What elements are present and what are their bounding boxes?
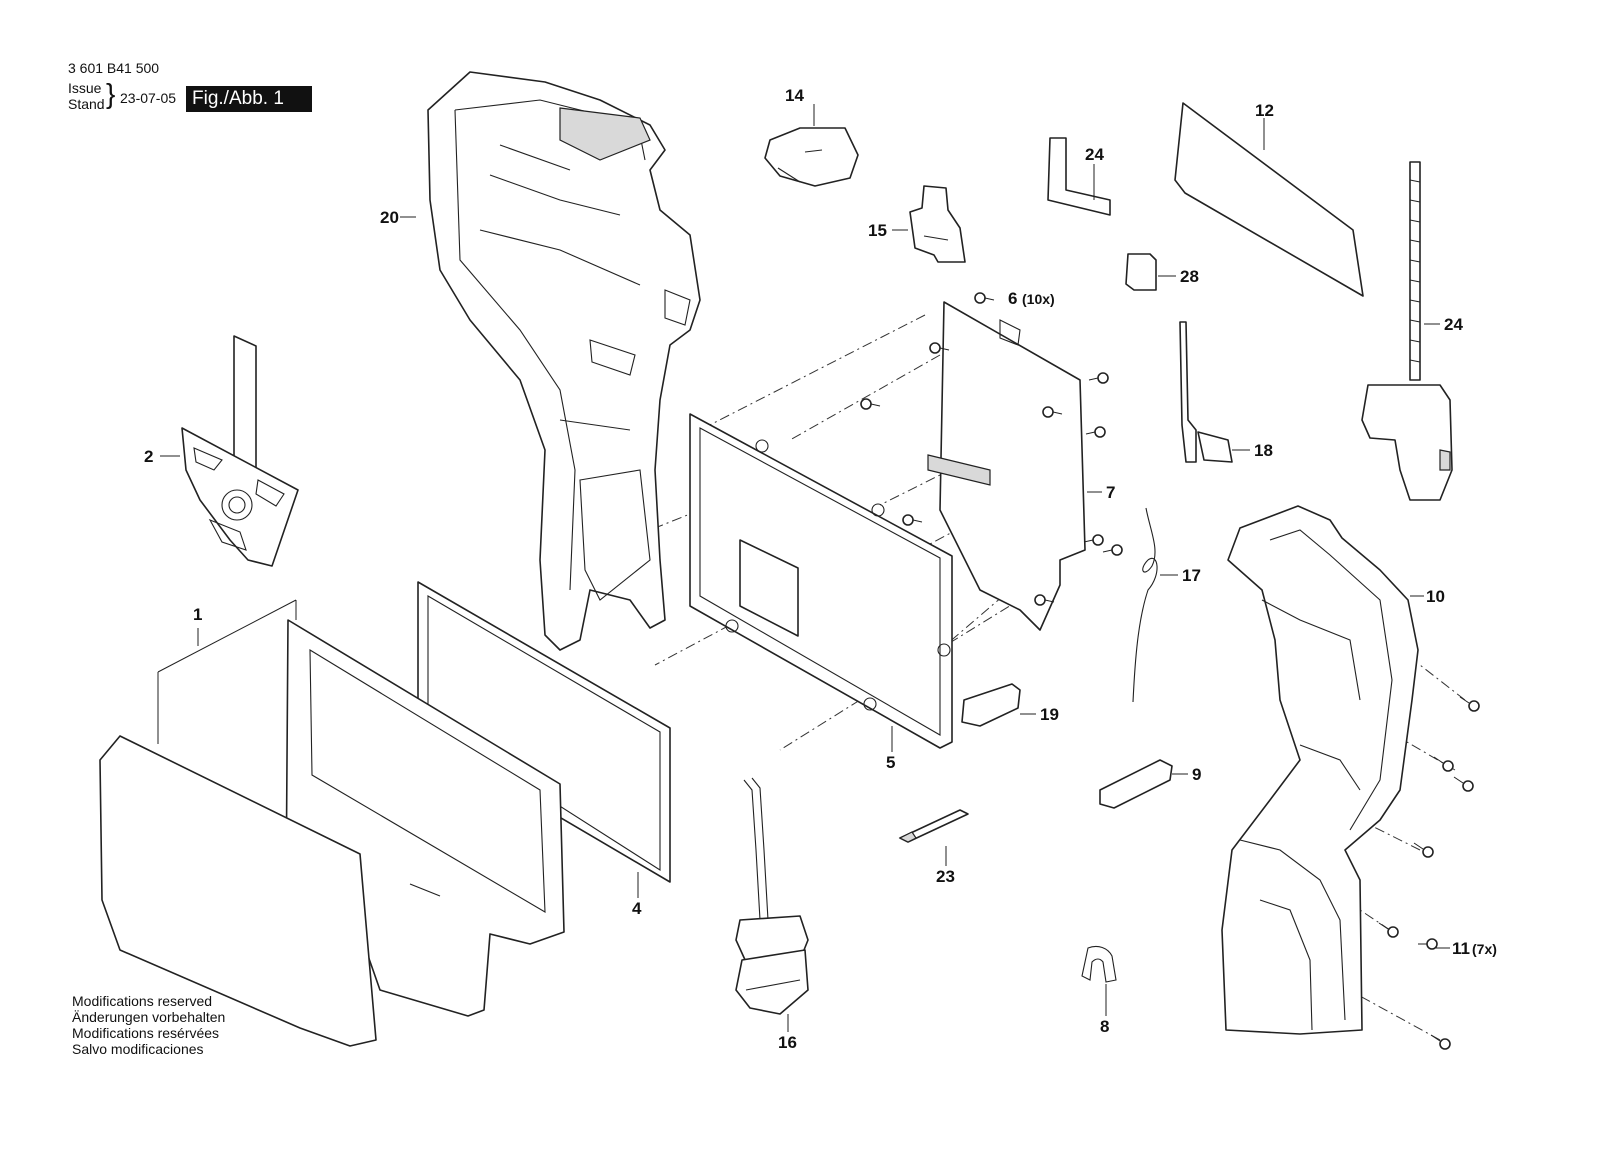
callout-8: 8 (1100, 1017, 1109, 1036)
callout-24-upper: 24 (1085, 145, 1104, 164)
part-5-frame (689, 413, 953, 749)
callout-10: 10 (1426, 587, 1445, 606)
part-28-pad (1125, 253, 1157, 291)
part-2-connector (181, 335, 299, 567)
part-10-front-housing (1221, 505, 1419, 1035)
part-17-spring (1132, 507, 1158, 703)
part-16-cable-assembly (735, 777, 809, 1015)
note-en: Modifications reserved (72, 993, 213, 1009)
part-19-slider (961, 683, 1021, 727)
callout-9: 9 (1192, 765, 1201, 784)
note-es: Salvo modificaciones (72, 1041, 204, 1057)
callout-6: 6 (1008, 289, 1017, 308)
callout-20: 20 (380, 208, 399, 227)
part-number: 3 601 B41 500 (68, 60, 160, 76)
note-fr: Modifications resérvées (72, 1025, 220, 1041)
callout-7: 7 (1106, 483, 1115, 502)
callout-11: 11 (1452, 939, 1470, 958)
callout-12: 12 (1255, 101, 1274, 120)
callout-16: 16 (778, 1033, 797, 1052)
brace: } (106, 78, 116, 109)
part-4-display (417, 581, 671, 883)
part-7-circuit-board (927, 301, 1086, 631)
part-14-cap (764, 127, 859, 187)
leader-lines (157, 104, 1450, 1032)
screw-11 (1459, 696, 1480, 712)
part-24-label (1047, 137, 1111, 216)
callout-5: 5 (886, 753, 895, 772)
screws (860, 292, 1480, 1050)
callout-6-qty: (10x) (1022, 291, 1055, 307)
part-24-camera-probe (1361, 161, 1453, 501)
part-12-window (1174, 102, 1364, 297)
callout-11-qty: (7x) (1472, 941, 1497, 957)
callout-23: 23 (936, 867, 955, 886)
note-de: Änderungen vorbehalten (72, 1009, 226, 1025)
part-8-clip (1081, 945, 1117, 983)
part-23-flex-cable (898, 809, 969, 843)
part-15-bracket (909, 185, 966, 263)
callout-17: 17 (1182, 566, 1201, 585)
callout-4: 4 (632, 899, 642, 918)
part-20-rear-housing (427, 71, 701, 651)
modification-notes: Modifications reserved Änderungen vorbeh… (72, 993, 225, 1057)
callout-18: 18 (1254, 441, 1273, 460)
part-1-front-window (99, 735, 377, 1047)
part-18-switch (1179, 321, 1233, 463)
issue-date: 23-07-05 (120, 90, 177, 106)
callout-24-right: 24 (1444, 315, 1463, 334)
callout-2: 2 (144, 447, 153, 466)
part-9-keystrip (1099, 759, 1173, 809)
figure-label: Fig./Abb. 1 (186, 86, 312, 112)
callouts: 20 14 24 12 15 28 6 (10x) 24 2 18 7 17 1… (144, 86, 1497, 1052)
callout-1: 1 (193, 605, 202, 624)
screw-6 (974, 292, 995, 304)
callout-19: 19 (1040, 705, 1059, 724)
callout-15: 15 (868, 221, 887, 240)
issue-label: Issue (68, 80, 102, 96)
callout-14: 14 (785, 86, 804, 105)
stand-label: Stand (68, 96, 105, 112)
callout-28: 28 (1180, 267, 1199, 286)
